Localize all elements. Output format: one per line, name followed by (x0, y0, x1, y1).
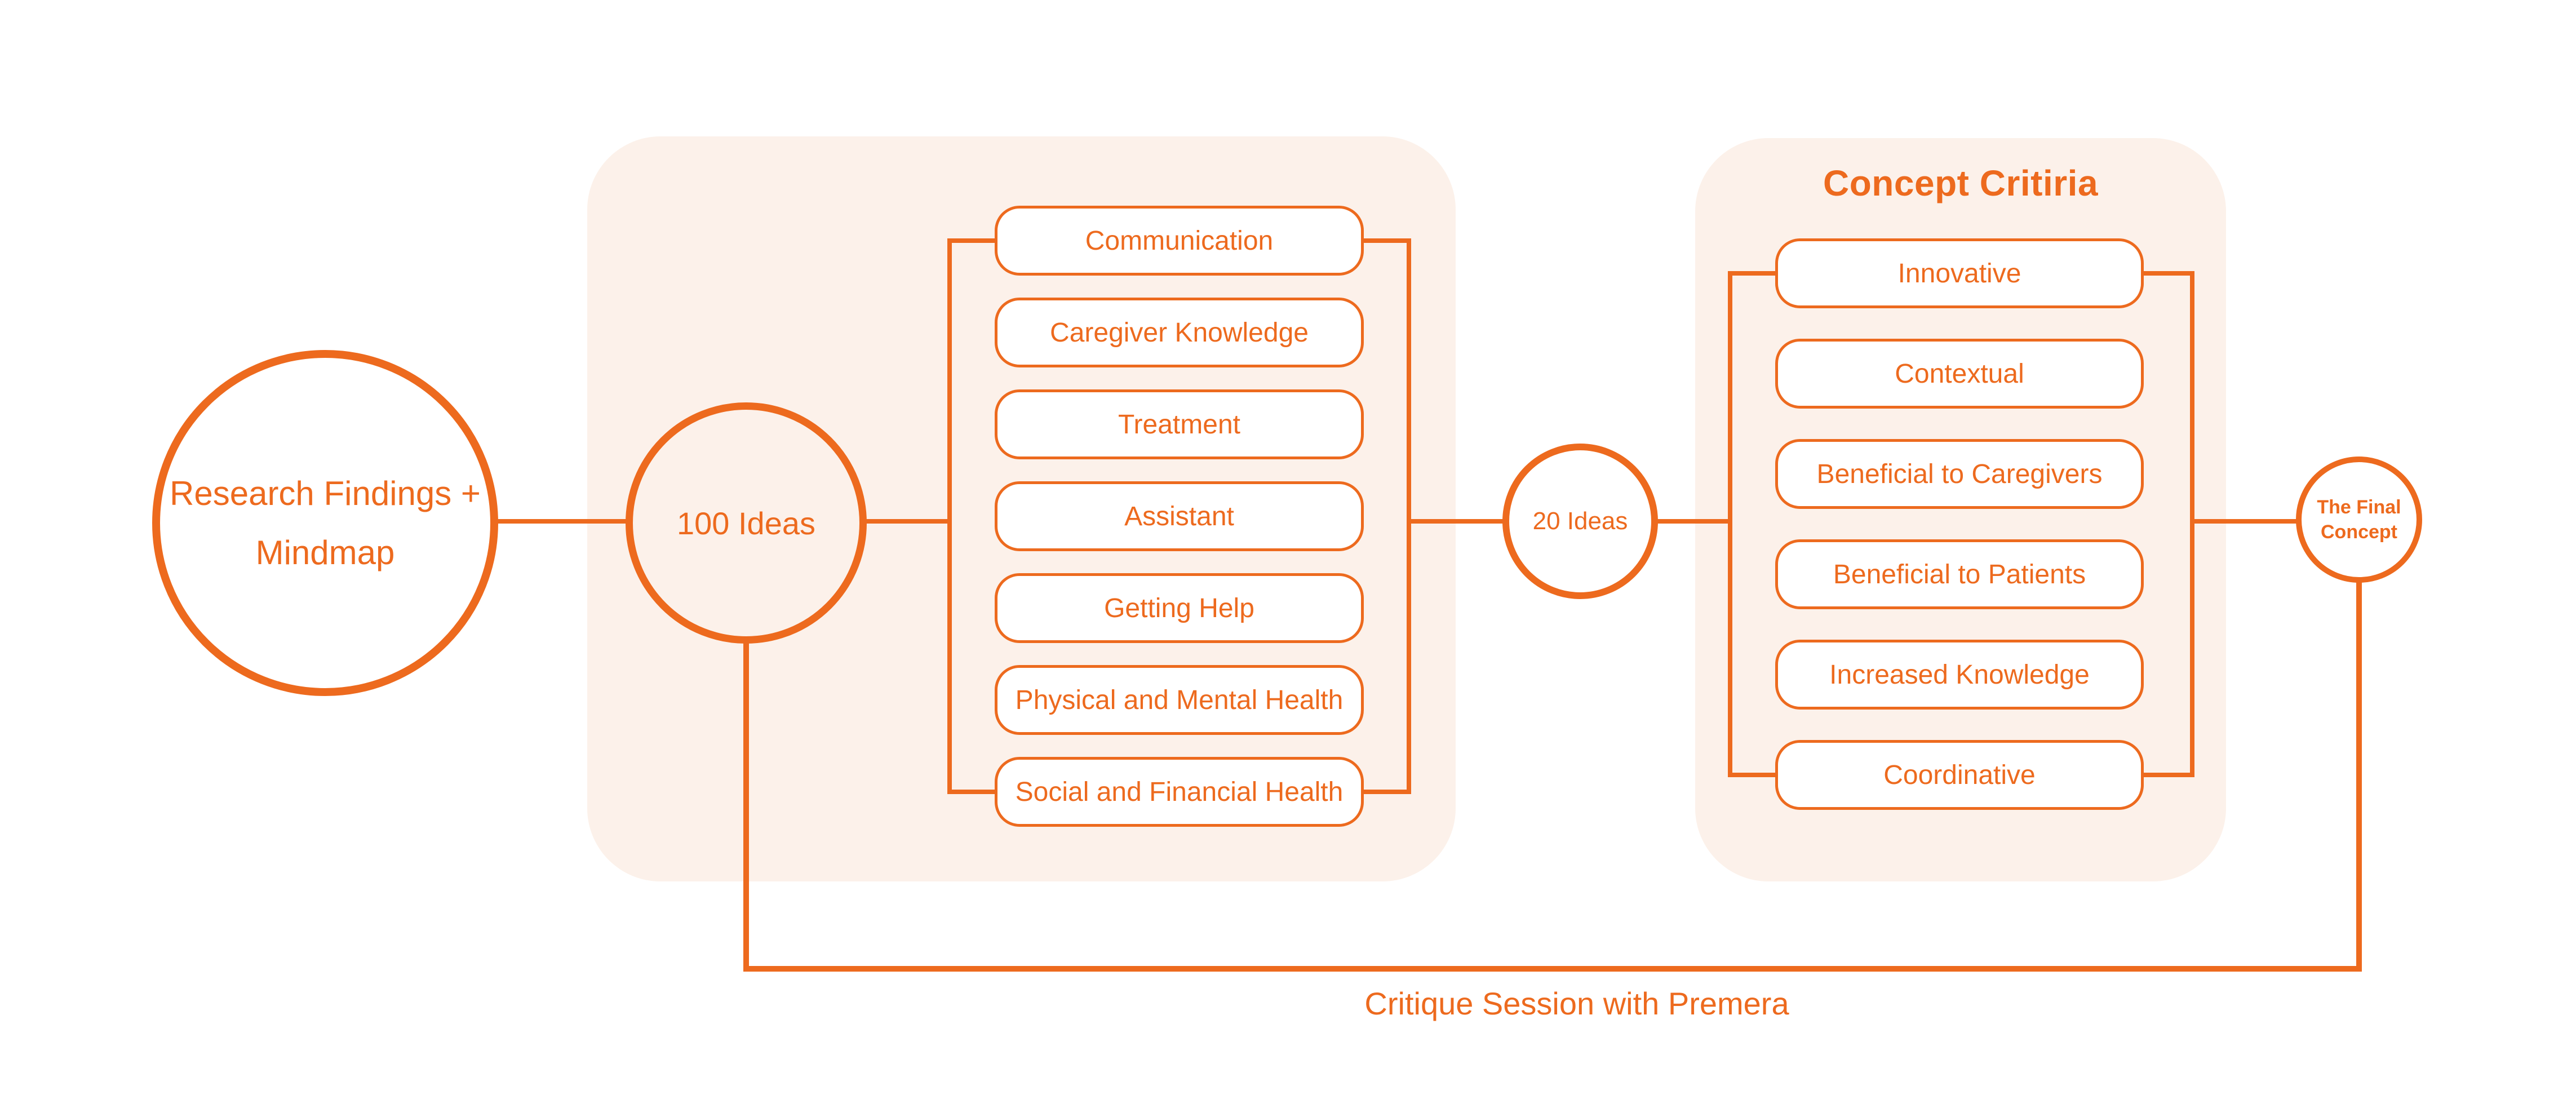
feedback-loop-bottom-line (743, 966, 2362, 972)
concept-criteria-pill: Innovative (1775, 238, 2144, 308)
hundred-ideas-label: 100 Ideas (677, 505, 815, 541)
panel1-left-bracket-line (947, 238, 952, 794)
panel1-left-bracket-top-stub (947, 238, 996, 243)
panel1-right-bracket-line (1407, 238, 1411, 794)
concept-criteria-pill: Contextual (1775, 339, 2144, 409)
twenty-ideas-label: 20 Ideas (1532, 507, 1628, 535)
panel1-right-bracket-bottom-stub (1363, 790, 1411, 794)
connector-20ideas-to-bracket (1657, 519, 1732, 524)
final-concept-label-line1: The Final (2317, 496, 2401, 518)
criteria-panel-title: Concept Critiria (1823, 163, 2099, 203)
final-concept-node: The Final Concept (2296, 457, 2422, 583)
concept-criteria-pill: Beneficial to Caregivers (1775, 439, 2144, 509)
concept-criteria-pill: Beneficial to Patients (1775, 539, 2144, 609)
feedback-loop-right-line (2356, 580, 2362, 972)
idea-category-pill: Getting Help (995, 573, 1364, 643)
research-findings-label-line1: Research Findings + (170, 475, 481, 512)
panel1-left-bracket-bottom-stub (947, 790, 996, 794)
panel2-right-bracket-top-stub (2143, 271, 2194, 276)
connector-research-to-100ideas (495, 519, 628, 524)
panel2-left-bracket-bottom-stub (1728, 773, 1776, 777)
concept-criteria-pill: Coordinative (1775, 740, 2144, 810)
panel2-right-bracket-line (2190, 271, 2194, 777)
feedback-loop-left-line (743, 641, 749, 972)
idea-category-pill: Caregiver Knowledge (995, 298, 1364, 367)
idea-category-pill: Social and Financial Health (995, 757, 1364, 827)
panel2-left-bracket-line (1728, 271, 1732, 777)
idea-category-pill: Communication (995, 206, 1364, 276)
twenty-ideas-node: 20 Ideas (1502, 444, 1658, 599)
connector-bracket-to-final (2190, 519, 2298, 524)
idea-category-pill: Assistant (995, 481, 1364, 551)
panel1-right-bracket-top-stub (1363, 238, 1411, 243)
critique-session-label: Critique Session with Premera (1364, 986, 1789, 1021)
panel2-left-bracket-top-stub (1728, 271, 1776, 276)
panel2-right-bracket-bottom-stub (2143, 773, 2194, 777)
connector-bracket-to-20ideas (1407, 519, 1504, 524)
idea-category-pill: Physical and Mental Health (995, 665, 1364, 735)
research-findings-node: Research Findings + Mindmap (152, 350, 498, 696)
research-findings-label-line2: Mindmap (255, 534, 395, 571)
final-concept-label-line2: Concept (2321, 521, 2397, 543)
hundred-ideas-node: 100 Ideas (626, 402, 867, 644)
idea-category-pill: Treatment (995, 389, 1364, 459)
concept-criteria-pill: Increased Knowledge (1775, 640, 2144, 710)
connector-100ideas-to-bracket (865, 519, 952, 524)
